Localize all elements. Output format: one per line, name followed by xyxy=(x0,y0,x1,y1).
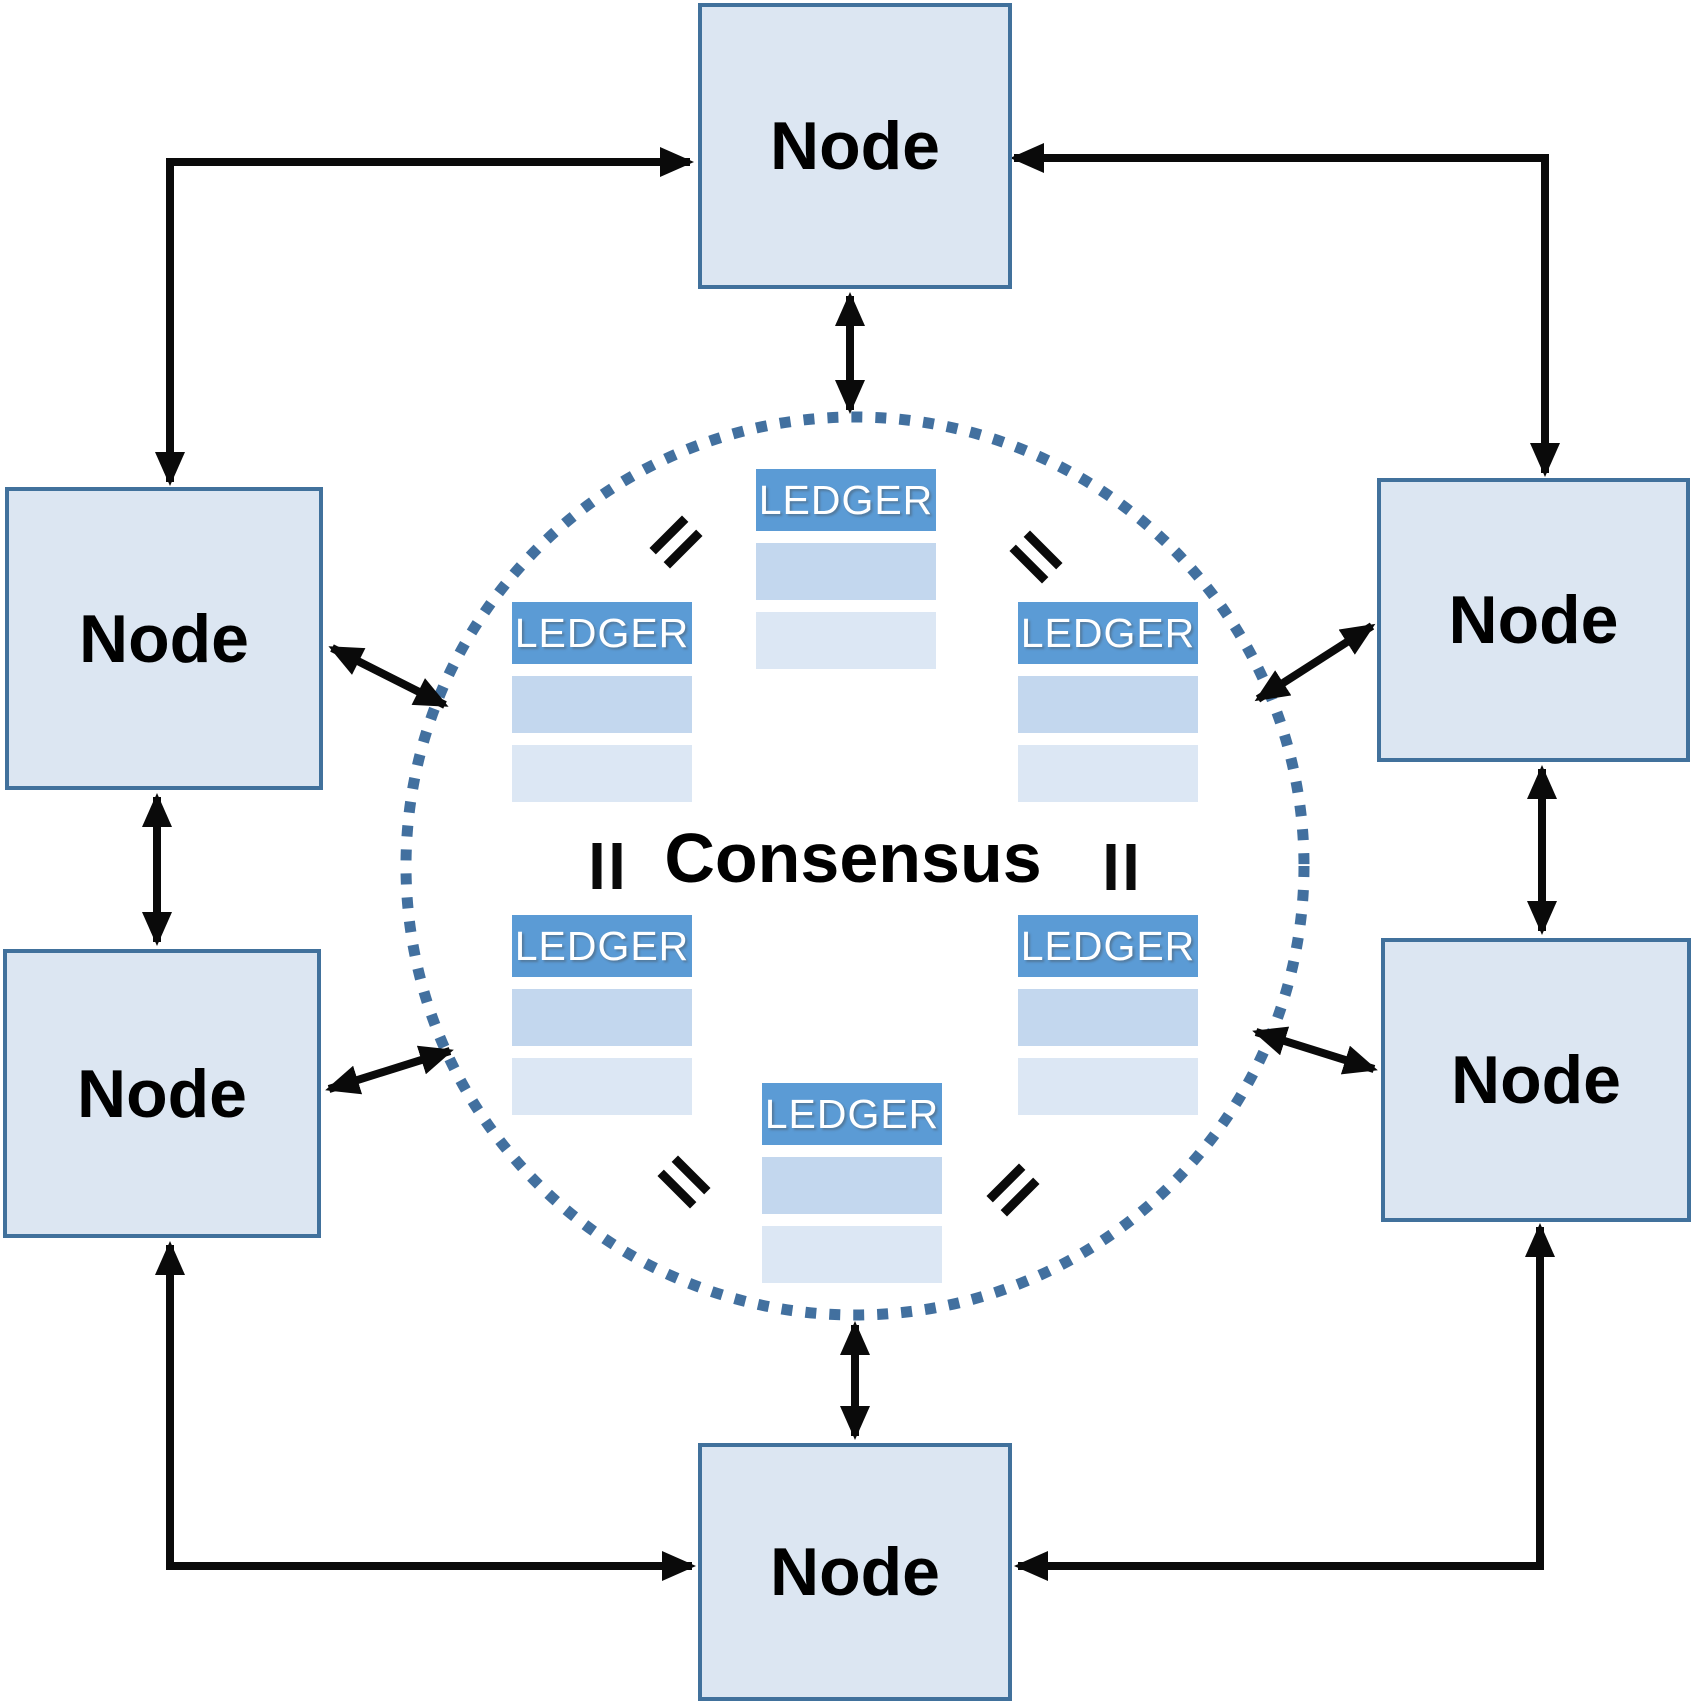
arrow-right-lower-to-circle xyxy=(1252,1026,1378,1075)
node-label: Node xyxy=(770,108,940,184)
equals-icon-nw xyxy=(649,515,703,569)
ledger-top: LEDGER xyxy=(756,469,936,669)
arrow-left-lower-to-circle xyxy=(325,1045,454,1095)
node-box-right-lower: Node xyxy=(1381,938,1691,1222)
equals-icon-sw xyxy=(657,1155,711,1209)
ledger-row xyxy=(756,543,936,600)
ledger-row xyxy=(1018,745,1198,802)
ledger-right-lower: LEDGER xyxy=(1018,915,1198,1115)
ledger-right-upper: LEDGER xyxy=(1018,602,1198,802)
node-box-left-upper: Node xyxy=(5,487,323,790)
node-label: Node xyxy=(77,1055,247,1132)
ledger-row xyxy=(512,1058,692,1115)
ledger-header: LEDGER xyxy=(1018,602,1198,664)
ledger-row xyxy=(1018,989,1198,1046)
equals-icon-west xyxy=(592,843,622,889)
node-box-left-lower: Node xyxy=(3,949,321,1238)
ledger-row xyxy=(512,745,692,802)
node-box-top: Node xyxy=(698,3,1012,289)
ledger-row xyxy=(512,989,692,1046)
ledger-header: LEDGER xyxy=(756,469,936,531)
equals-icon-se xyxy=(986,1163,1040,1217)
ledger-row xyxy=(762,1226,942,1283)
arrow-bottom-right-elbow xyxy=(1014,1223,1555,1581)
arrow-left-upper-to-circle xyxy=(328,644,449,709)
arrow-bottom-left-elbow xyxy=(155,1241,696,1581)
ledger-header: LEDGER xyxy=(762,1083,942,1145)
arrow-top-left-elbow xyxy=(155,147,694,486)
node-box-bottom: Node xyxy=(698,1443,1012,1701)
ledger-row xyxy=(512,676,692,733)
ledger-row xyxy=(762,1157,942,1214)
ledger-header: LEDGER xyxy=(1018,915,1198,977)
equals-icon-ne xyxy=(1009,530,1063,584)
node-box-right-upper: Node xyxy=(1377,478,1690,762)
arrow-right-upper-to-circle xyxy=(1254,622,1376,703)
ledger-left-lower: LEDGER xyxy=(512,915,692,1115)
node-label: Node xyxy=(79,600,249,677)
consensus-label: Consensus xyxy=(664,819,1042,897)
equals-icon-east xyxy=(1106,844,1136,890)
ledger-row xyxy=(1018,676,1198,733)
ledger-left-upper: LEDGER xyxy=(512,602,692,802)
ledger-header: LEDGER xyxy=(512,915,692,977)
ledger-header: LEDGER xyxy=(512,602,692,664)
node-label: Node xyxy=(1451,1042,1621,1118)
ledger-row xyxy=(1018,1058,1198,1115)
node-label: Node xyxy=(770,1534,940,1610)
ledger-bottom: LEDGER xyxy=(762,1083,942,1283)
node-label: Node xyxy=(1448,582,1619,658)
ledger-row xyxy=(756,612,936,669)
arrow-top-right-elbow xyxy=(1010,143,1560,477)
